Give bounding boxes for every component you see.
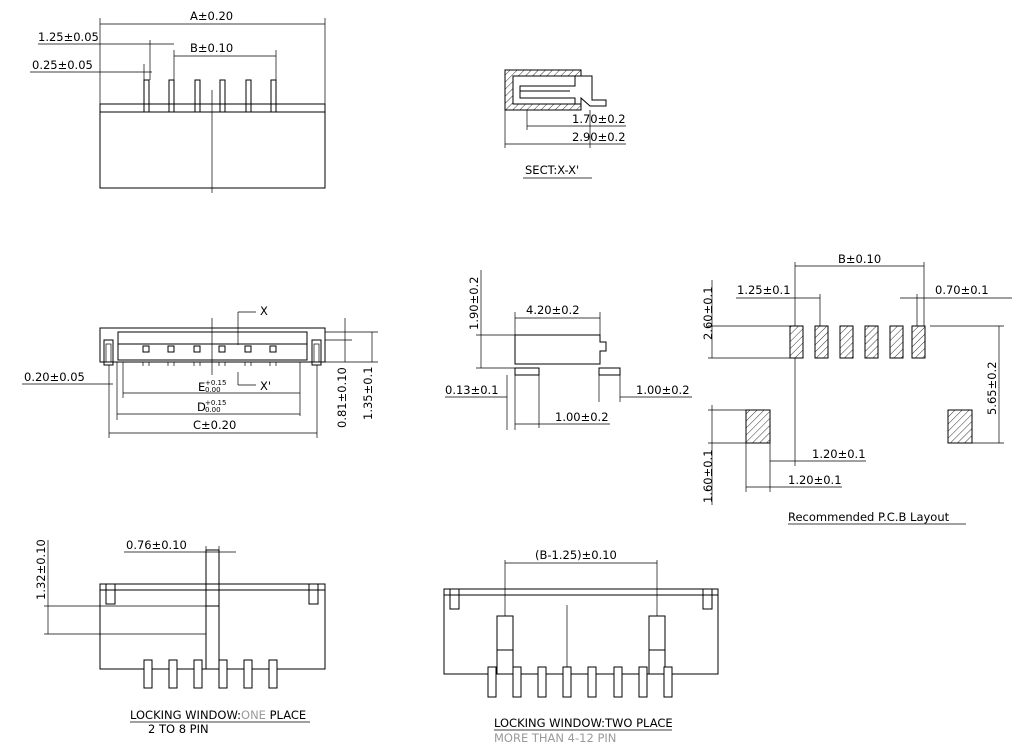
top-pin	[270, 79, 277, 113]
pcb-pad	[864, 325, 879, 359]
section-title: SECT:X-X'	[525, 163, 579, 177]
pcb-title: Recommended P.C.B Layout	[788, 510, 950, 524]
section-marker-x: X	[260, 304, 268, 318]
pcb-dim-h1: 1.20±0.1	[812, 447, 866, 461]
pcb-pad	[814, 325, 829, 359]
dim-b-label: B±0.10	[190, 41, 233, 55]
dim-side-label: 0.20±0.05	[24, 370, 85, 384]
lock2-title: LOCKING WINDOW:TWO PLACE	[494, 716, 673, 730]
dim-d-tol-hi: +0.15	[205, 399, 226, 407]
side-view: 1.90±0.2 4.20±0.2 0.13±0.1 1.00±0.2 1.00…	[445, 270, 692, 430]
lock2-sub: MORE THAN 4-12 PIN	[494, 731, 616, 745]
lock2-pin	[487, 666, 497, 698]
pcb-layout: B±0.10 1.25±0.1 0.70±0.1 2.60±0.1 5.65±0…	[701, 252, 1012, 525]
dim-e-tol-hi: +0.15	[205, 379, 226, 387]
lock2-pin	[562, 666, 572, 698]
pcb-dim-pad: 0.70±0.1	[935, 283, 989, 297]
lock2-pin	[613, 666, 623, 698]
side-dim-a: 0.13±0.1	[445, 383, 499, 397]
top-view: A±0.20 B±0.10 1.25±0.05 0.25±0.05	[30, 9, 326, 193]
dim-e-label: E	[198, 380, 205, 394]
lock-one-view: 1.32±0.10 0.76±0.10 LOCKING WINDOW:ONE P…	[34, 538, 326, 736]
section-dim2: 2.90±0.2	[572, 130, 626, 144]
lock1-pin	[168, 659, 178, 689]
lock1-dim-v: 1.32±0.10	[34, 539, 48, 600]
dim-e-tol-lo: 0.00	[205, 386, 221, 394]
dim-a-label: A±0.20	[190, 9, 233, 23]
pcb-dim-v3: 1.60±0.1	[701, 449, 715, 503]
top-pin	[168, 79, 175, 113]
lock1-pin	[143, 659, 153, 689]
pcb-dim-v2: 5.65±0.2	[985, 361, 999, 415]
front-pin-window	[269, 345, 277, 353]
lock2-dim-w: (B-1.25)±0.10	[535, 548, 617, 562]
section-dim1: 1.70±0.2	[572, 112, 626, 126]
dim-v1-label: 0.81±0.10	[335, 367, 349, 428]
section-marker-x2: X'	[260, 379, 271, 393]
side-dim-c: 1.00±0.2	[555, 410, 609, 424]
lock2-pin	[512, 666, 522, 698]
dim-d-tol-lo: 0.00	[205, 406, 221, 414]
top-pin	[245, 79, 252, 113]
dim-v2-label: 1.35±0.1	[361, 366, 375, 420]
pcb-dim-b: B±0.10	[838, 252, 881, 266]
dim-d-label: D	[197, 400, 206, 414]
lock1-title: LOCKING WINDOW:ONE PLACE	[130, 708, 306, 722]
front-view: X E +0.15 0.00 X' D +0.15 0.00 C±0.20 0.…	[22, 304, 378, 438]
front-pin-window	[167, 345, 175, 353]
pcb-pad	[839, 325, 854, 359]
pcb-dim-v1: 2.60±0.1	[701, 286, 715, 340]
lock1-pin	[268, 659, 278, 689]
lock1-sub: 2 TO 8 PIN	[148, 722, 209, 736]
pcb-dim-h2: 1.20±0.1	[788, 473, 842, 487]
pcb-dim-pitch: 1.25±0.1	[737, 283, 791, 297]
side-dim-h: 1.90±0.2	[467, 276, 481, 330]
pcb-pad	[789, 325, 804, 359]
lock2-pin	[638, 666, 648, 698]
front-pin-window	[193, 345, 201, 353]
side-dim-b: 1.00±0.2	[636, 383, 690, 397]
front-pin-window	[244, 345, 252, 353]
lock1-dim-w: 0.76±0.10	[126, 538, 187, 552]
pcb-pad	[911, 325, 926, 359]
dim-c-label: C±0.20	[193, 418, 236, 432]
top-pin	[219, 79, 226, 113]
side-dim-w: 4.20±0.2	[526, 303, 580, 317]
dim-pitch-label: 1.25±0.05	[38, 30, 99, 44]
lock-two-view: (B-1.25)±0.10 LOCKING WINDOW:TWO PLACE M…	[443, 548, 719, 745]
front-pin-window	[218, 345, 226, 353]
lock2-pin	[663, 666, 673, 698]
top-pin	[194, 79, 201, 113]
top-pin	[143, 79, 150, 113]
dim-pin-width-label: 0.25±0.05	[32, 58, 93, 72]
lock1-pin	[218, 659, 228, 689]
front-pin-window	[142, 345, 150, 353]
lock1-pin	[193, 659, 203, 689]
lock2-pin	[537, 666, 547, 698]
lock2-pin	[587, 666, 597, 698]
pcb-pad	[889, 325, 904, 359]
lock1-pin	[243, 659, 253, 689]
section-view: 1.70±0.2 2.90±0.2 SECT:X-X'	[504, 69, 626, 179]
